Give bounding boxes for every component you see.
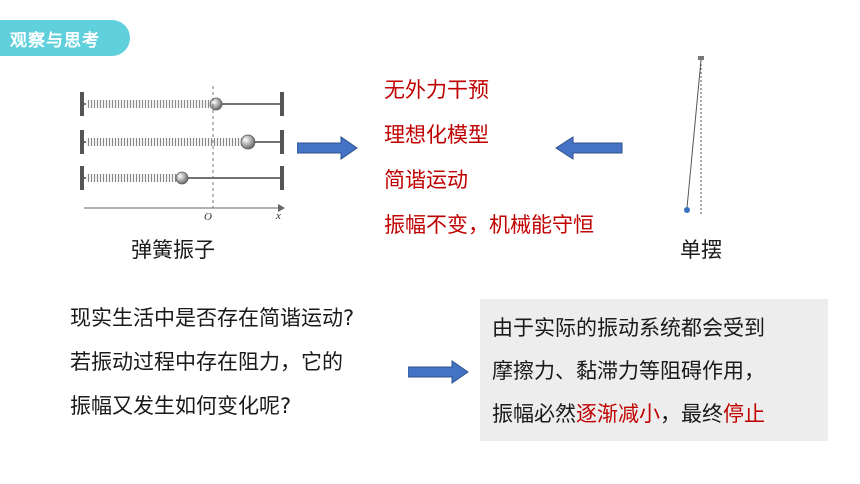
x-axis-arrow xyxy=(278,204,285,212)
question-line: 振幅又发生如何变化呢? xyxy=(70,394,292,418)
property-list: 无外力干预 理想化模型 简谐运动 振幅不变，机械能守恒 xyxy=(384,72,594,252)
answer-line: 振幅必然逐渐减小，最终停止 xyxy=(492,393,828,436)
axis-x-label: x xyxy=(275,210,281,222)
right-wall xyxy=(280,166,284,190)
pivot xyxy=(698,56,704,60)
right-arrow-icon xyxy=(297,136,358,160)
pendulum-string xyxy=(686,59,702,209)
origin-label: O xyxy=(204,211,212,223)
left-wall xyxy=(80,92,84,116)
question-line: 若振动过程中存在阻力，它的 xyxy=(70,350,343,374)
answer-text: 振幅必然 xyxy=(492,402,576,426)
section-badge: 观察与思考 xyxy=(0,20,130,56)
oscillator-ball xyxy=(240,134,256,150)
pendulum-caption: 单摆 xyxy=(680,238,722,262)
answer-text: ，最终 xyxy=(660,402,723,426)
right-wall xyxy=(280,130,284,154)
simple-pendulum-figure xyxy=(684,56,704,216)
left-arrow-icon xyxy=(555,136,623,160)
spring xyxy=(86,138,244,146)
spring-oscillator-figure: O x xyxy=(80,86,285,223)
question-text: 现实生活中是否存在简谐运动? 若振动过程中存在阻力，它的 振幅又发生如何变化呢? xyxy=(70,296,354,428)
left-wall xyxy=(80,166,84,190)
highlight-text: 逐渐减小 xyxy=(576,402,660,426)
highlight-text: 停止 xyxy=(723,402,765,426)
property-item: 简谐运动 xyxy=(384,168,468,192)
answer-line: 由于实际的振动系统都会受到 xyxy=(492,316,765,340)
pendulum-bob xyxy=(684,207,690,213)
oscillator-ball xyxy=(175,171,189,185)
right-wall xyxy=(280,92,284,116)
spring-caption: 弹簧振子 xyxy=(131,238,215,262)
right-arrow-icon xyxy=(408,360,469,384)
answer-line: 摩擦力、黏滞力等阻碍作用， xyxy=(492,359,765,383)
property-item: 无外力干预 xyxy=(384,78,489,102)
left-wall xyxy=(80,130,84,154)
answer-box: 由于实际的振动系统都会受到 摩擦力、黏滞力等阻碍作用， 振幅必然逐渐减小，最终停… xyxy=(480,299,828,441)
oscillator-ball xyxy=(209,97,223,111)
spring xyxy=(86,100,212,108)
spring xyxy=(86,174,178,182)
question-line: 现实生活中是否存在简谐运动? xyxy=(70,306,355,330)
property-item: 理想化模型 xyxy=(384,123,489,147)
property-item: 振幅不变，机械能守恒 xyxy=(384,213,594,237)
